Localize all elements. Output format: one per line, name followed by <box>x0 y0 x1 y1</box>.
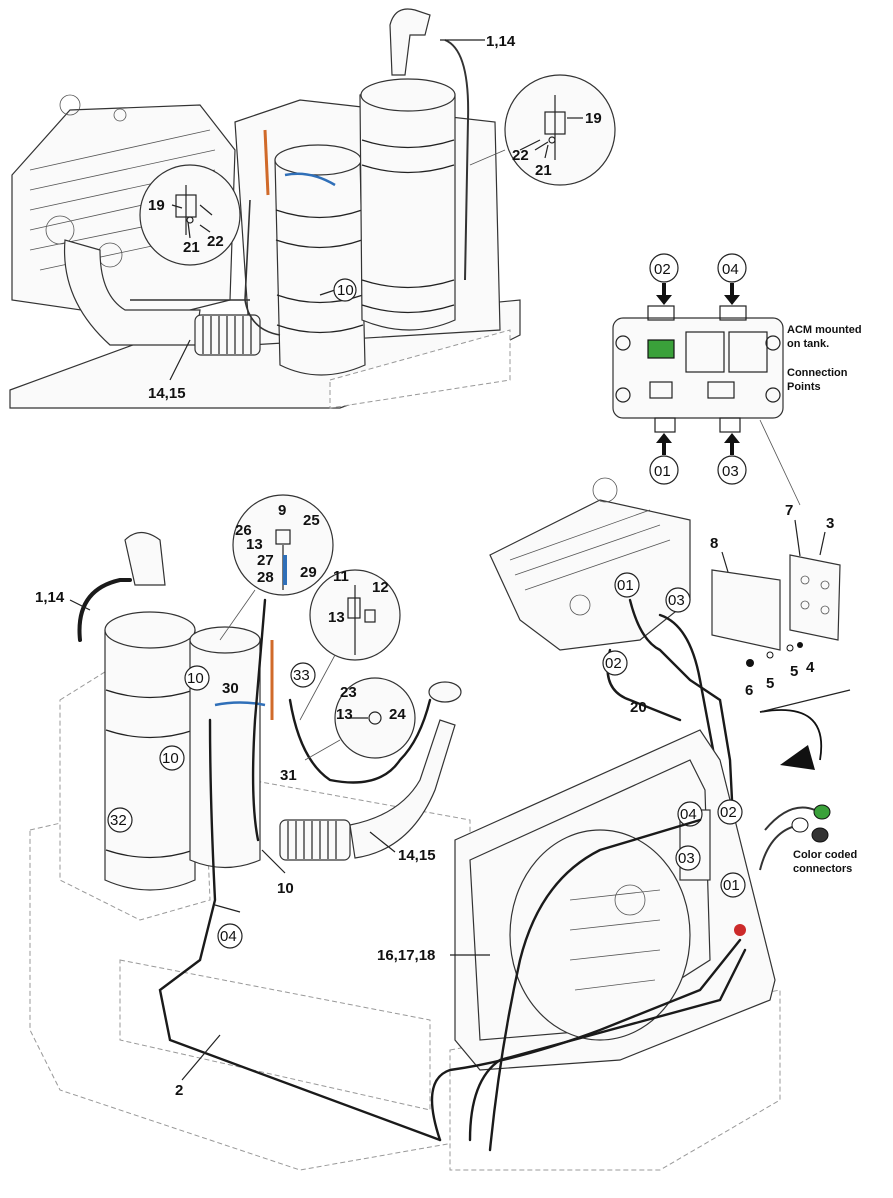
acm-note-line1: ACM mounted <box>787 324 862 336</box>
callout-03-engine: 03 <box>668 592 685 609</box>
callout-16-17-18: 16,17,18 <box>377 947 435 964</box>
callout-13-c: 13 <box>336 706 353 723</box>
detail-circle-sensor-right <box>504 74 616 186</box>
callout-01-engine: 01 <box>617 577 634 594</box>
acm-port-01: 01 <box>654 463 671 480</box>
callout-10-lower-a: 10 <box>187 670 204 687</box>
callout-01-tank: 01 <box>723 877 740 894</box>
callout-14-15-lower: 14,15 <box>398 847 436 864</box>
acm-note-line2: on tank. <box>787 338 829 350</box>
callout-22-right: 22 <box>512 147 529 164</box>
black-color-coded-connector <box>811 827 829 843</box>
callout-14-15-top: 14,15 <box>148 385 186 402</box>
callout-5a: 5 <box>766 675 774 692</box>
callout-21-left: 21 <box>183 239 200 256</box>
acm-module: 02 04 01 03 ACM mounted on tank. Connect… <box>612 253 862 506</box>
callout-29: 29 <box>300 564 317 581</box>
callout-2: 2 <box>175 1082 183 1099</box>
acm-note-line3: Connection <box>787 367 848 379</box>
acm-port-02: 02 <box>654 261 671 278</box>
callout-13-a: 13 <box>246 536 263 553</box>
connectors-note-line2: connectors <box>793 863 852 875</box>
callout-26: 26 <box>235 522 252 539</box>
callout-20: 20 <box>630 699 647 716</box>
callout-6: 6 <box>745 682 753 699</box>
acm-housing <box>612 317 784 419</box>
right-engine-view: 01 02 03 20 <box>489 477 737 882</box>
callout-28: 28 <box>257 569 274 586</box>
callout-9: 9 <box>278 502 286 519</box>
lower-assembly: 04 02 03 01 Color coded connectors <box>29 494 857 1171</box>
callout-10-lower-b: 10 <box>162 750 179 767</box>
callout-13-b: 13 <box>328 609 345 626</box>
callout-11: 11 <box>333 568 349 585</box>
green-connector <box>647 339 675 359</box>
callout-02-engine: 02 <box>605 655 622 672</box>
top-assembly: 1,14 19 22 21 19 21 22 10 14,15 <box>9 8 616 409</box>
callout-32: 32 <box>110 812 127 829</box>
callout-1-14-top: 1,14 <box>486 33 516 50</box>
callout-25: 25 <box>303 512 320 529</box>
callout-1-14-lower: 1,14 <box>35 589 65 606</box>
white-color-coded-connector <box>791 817 809 833</box>
red-detail <box>734 924 746 936</box>
callout-33: 33 <box>293 667 310 684</box>
acm-note-line4: Points <box>787 381 821 393</box>
callout-02-tank: 02 <box>720 804 737 821</box>
blue-sensor-line <box>284 172 336 187</box>
callout-24: 24 <box>389 706 406 723</box>
callout-22-left: 22 <box>207 233 224 250</box>
callout-23: 23 <box>340 684 357 701</box>
callout-12: 12 <box>372 579 389 596</box>
connectors-note-line1: Color coded <box>793 849 857 861</box>
acm-port-03: 03 <box>722 463 739 480</box>
callout-27: 27 <box>257 552 274 569</box>
detail-circle-lower <box>334 677 416 759</box>
callout-10-top: 10 <box>337 282 354 299</box>
callout-03-tank: 03 <box>678 850 695 867</box>
callout-19-left: 19 <box>148 197 165 214</box>
callout-5b: 5 <box>790 663 798 680</box>
orange-sensor-line <box>263 129 270 196</box>
callout-8: 8 <box>710 535 718 552</box>
callout-31: 31 <box>280 767 297 784</box>
callout-30: 30 <box>222 680 239 697</box>
callout-21-right: 21 <box>535 162 552 179</box>
callout-7: 7 <box>785 502 793 519</box>
acm-port-04: 04 <box>722 261 739 278</box>
callout-19-right: 19 <box>585 110 602 127</box>
callout-04-lower: 04 <box>220 928 237 945</box>
callout-04-tank: 04 <box>680 806 697 823</box>
green-color-coded-connector <box>813 804 831 820</box>
acm-bracket-detail: 7 8 3 6 5 5 4 <box>710 502 841 699</box>
detail-circle-sensor-left <box>139 164 241 266</box>
callout-10-lower-c: 10 <box>277 880 294 897</box>
callout-4: 4 <box>806 659 815 676</box>
callout-3: 3 <box>826 515 834 532</box>
